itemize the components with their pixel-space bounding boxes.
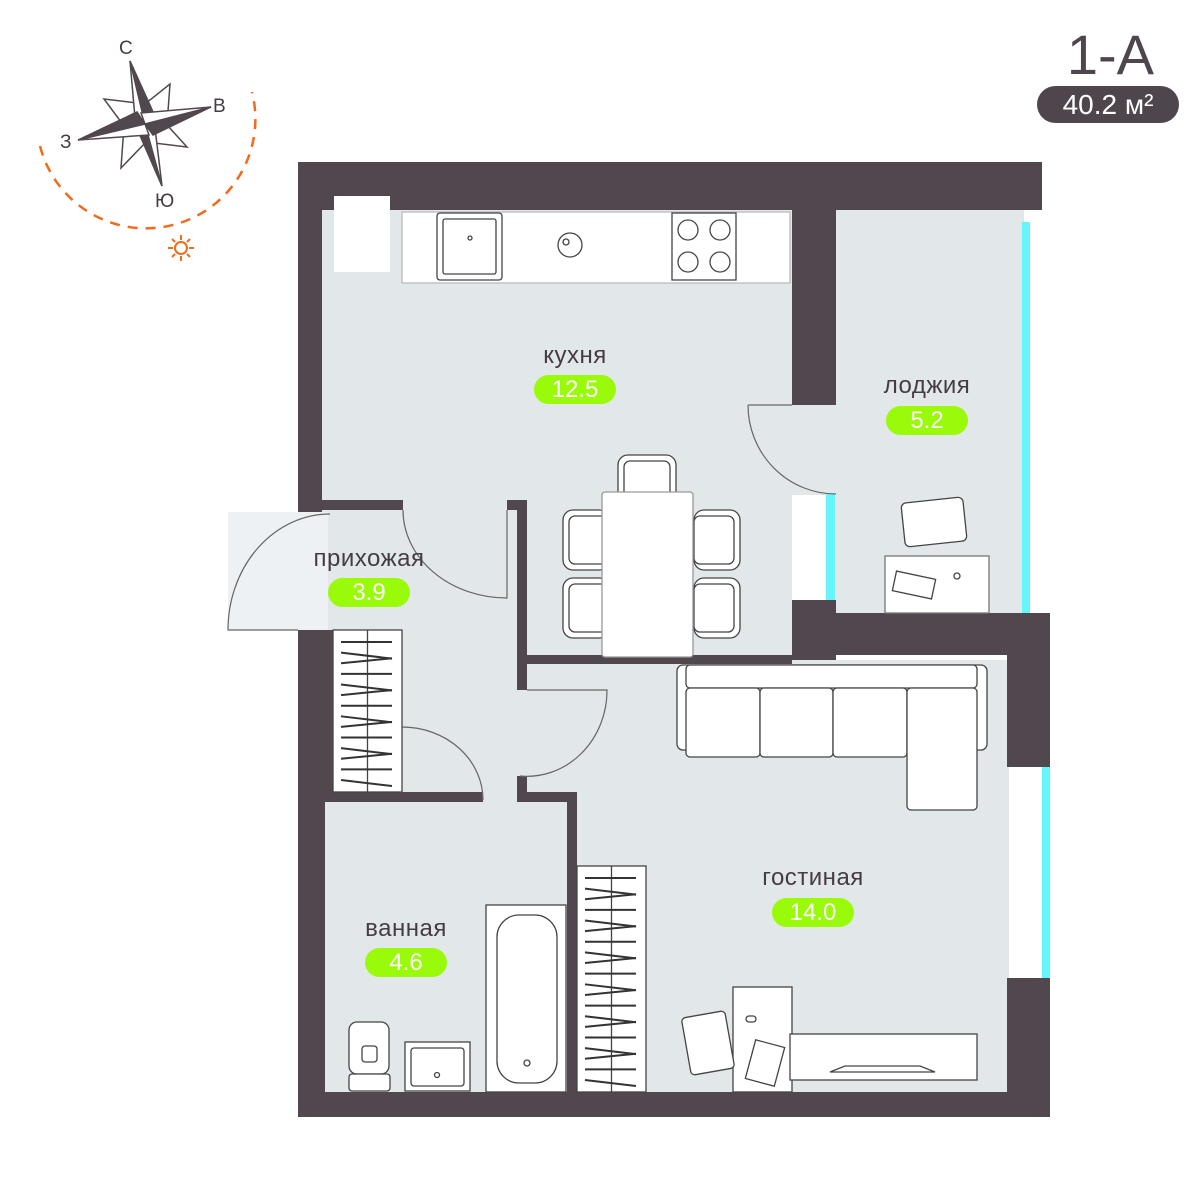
wardrobe-hanger — [340, 651, 393, 660]
bathtub — [485, 904, 567, 1093]
compass-east-label: В — [213, 96, 226, 117]
wardrobe-hanger — [584, 893, 637, 901]
wardrobe-hanger — [340, 657, 393, 665]
compass-west-label: З — [60, 132, 72, 153]
bathroom-door[interactable] — [401, 726, 484, 801]
kitchen-door[interactable] — [402, 509, 508, 599]
wardrobe-hanger — [584, 951, 637, 960]
wardrobe-hanger — [340, 752, 393, 760]
room-area-bathroom: 4.6 — [365, 948, 447, 977]
wardrobe-hanger — [340, 747, 393, 756]
apartment-type: 1-А — [1066, 23, 1154, 86]
living-room-window — [1042, 767, 1050, 979]
toilet — [348, 1021, 391, 1092]
loggia-door-opening — [790, 405, 838, 495]
living-room-wardrobe — [576, 865, 647, 1093]
walls — [298, 162, 1050, 1117]
sink-icon — [436, 212, 503, 281]
wardrobe-hanger — [584, 1047, 637, 1056]
wardrobe-hanger — [340, 720, 393, 728]
entrance-door[interactable] — [227, 513, 331, 631]
wardrobe-hanger — [584, 1079, 637, 1087]
tv-stand — [789, 1033, 978, 1081]
wardrobe-hanger — [584, 919, 637, 928]
entrance-opening — [228, 512, 328, 630]
room-name-loggia: лоджия — [883, 372, 971, 399]
wardrobe-hanger — [584, 1020, 637, 1028]
room-name-living-room: гостиная — [762, 864, 864, 891]
wardrobe-hanger — [584, 957, 637, 965]
sun-icon — [168, 235, 194, 261]
loggia-door[interactable] — [747, 404, 837, 495]
total-area-badge: 40.2 м² — [1037, 86, 1179, 123]
loggia-window — [1022, 222, 1030, 614]
wardrobe-hanger — [584, 887, 637, 896]
wardrobe-hanger — [584, 1015, 637, 1024]
hob-icon — [671, 212, 737, 281]
windows — [826, 222, 1050, 979]
wardrobe-hanger — [584, 988, 637, 996]
room-area-hallway: 3.9 — [328, 578, 410, 607]
room-area-living-room: 14.0 — [772, 898, 854, 927]
wardrobe-hanger — [340, 689, 393, 697]
loggia-inner-window — [826, 494, 835, 600]
room-area-loggia: 5.2 — [886, 406, 968, 435]
compass-north-label: С — [119, 38, 133, 59]
kettle-icon — [557, 232, 583, 258]
fridge — [334, 196, 390, 272]
dining-chairs — [562, 454, 741, 639]
wardrobe-hanger — [340, 779, 393, 787]
room-area-kitchen: 12.5 — [534, 375, 616, 404]
living-desk — [681, 986, 793, 1093]
room-name-bathroom: ванная — [365, 915, 447, 942]
loggia-desk — [884, 496, 990, 614]
living-room-door[interactable] — [519, 689, 608, 777]
room-name-hallway: прихожая — [313, 545, 425, 572]
sun-path-arc — [38, 91, 257, 230]
wardrobe-hanger — [340, 683, 393, 692]
compass-rose-icon — [38, 60, 257, 261]
sofa — [676, 664, 988, 811]
compass-south-label: Ю — [155, 191, 175, 212]
dining-table — [601, 491, 694, 658]
wardrobe-hanger — [340, 715, 393, 724]
doors — [227, 404, 837, 801]
wardrobe-hanger — [584, 983, 637, 992]
bathroom-sink — [404, 1041, 471, 1092]
wardrobe-hanger — [584, 925, 637, 933]
hallway-wardrobe — [332, 629, 403, 793]
furniture — [332, 196, 990, 1093]
room-name-kitchen: кухня — [543, 342, 607, 369]
wardrobe-hanger — [584, 1052, 637, 1060]
